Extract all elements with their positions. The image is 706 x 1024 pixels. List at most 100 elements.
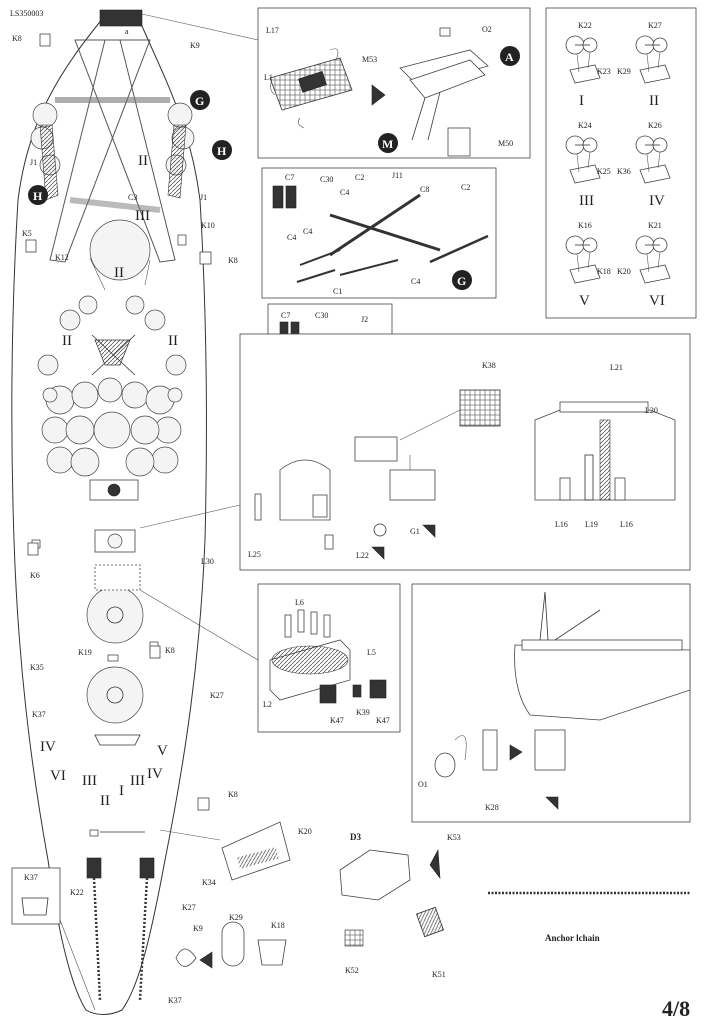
label-g1: G1	[410, 527, 420, 536]
reel-label-top-4: K26	[648, 121, 662, 130]
label-k51: K51	[432, 970, 446, 979]
panel-director: K38 G1 L25 L22 L21 L20 L16 L19 L16	[239, 333, 691, 571]
label-ii-bot: II	[100, 793, 110, 809]
label-k47b: K47	[376, 716, 390, 725]
callout-h-hull-right	[212, 140, 232, 160]
hull-labels: K8 K9 a J1 J1 II C3 III K5 K12 K10 K8 II…	[12, 27, 312, 1005]
label-d3: D3	[350, 832, 361, 842]
turret-b-barbette	[86, 586, 144, 644]
label-iv-r: IV	[147, 766, 163, 782]
page-number: 4/8	[662, 996, 690, 1021]
callout-h-hull-left	[28, 185, 48, 205]
sheet-code: LS350003	[10, 9, 43, 18]
label-k8-low: K8	[228, 790, 238, 799]
label-l20: L20	[645, 406, 658, 415]
turret-x-barbette	[89, 219, 151, 281]
label-k28: K28	[485, 803, 499, 812]
boat-d3	[339, 849, 411, 901]
arrow-right-icon	[371, 84, 386, 106]
label-vi-l: VI	[50, 768, 66, 784]
label-c3: C3	[128, 193, 137, 202]
label-k9-top: K9	[190, 41, 200, 50]
label-k39: K39	[356, 708, 370, 717]
label-k37-box: K37	[24, 873, 38, 882]
label-k9-low: K9	[193, 924, 203, 933]
label-k18: K18	[271, 921, 285, 930]
panel-boom-g: C7 C30 C4 C2 J11 C8 C2 C4 C4 C1 C4 G	[261, 167, 497, 299]
label-l1-a: L1	[264, 73, 273, 82]
arrow-left-icon	[199, 951, 213, 969]
anchor-chain-right	[138, 877, 149, 1001]
label-l30: L30	[201, 557, 214, 566]
anchor-chain-left	[92, 877, 102, 1001]
label-l16b: L16	[620, 520, 633, 529]
label-ii-2: II	[114, 265, 124, 281]
label-k37-l: K37	[32, 710, 46, 719]
reel-variants: K22K23IK27K29IIK24K25IIIK26K36IVK16K18VK…	[565, 21, 671, 309]
anchor-hawse-right	[139, 857, 155, 879]
hull-outline	[11, 11, 207, 1015]
label-l25: L25	[248, 550, 261, 559]
reel-label-side-1: K23	[597, 67, 611, 76]
boat-booms	[39, 39, 187, 263]
label-a: a	[125, 27, 129, 36]
label-g-c4a: C4	[340, 188, 349, 197]
reel-label-top-5: K16	[578, 221, 592, 230]
reel-roman-1: I	[579, 93, 584, 109]
callout-m	[378, 133, 398, 153]
reel-label-top-6: K21	[648, 221, 662, 230]
callout-g-panel-text: G	[457, 274, 466, 288]
label-k8-r2: K8	[165, 646, 175, 655]
label-o2: O2	[482, 25, 492, 34]
reel-roman-4: IV	[649, 193, 665, 209]
label-k6-mid: K6	[30, 571, 40, 580]
label-ii-4: II	[168, 333, 178, 349]
label-k27-low: K27	[182, 903, 196, 912]
label-h-j2: J2	[361, 315, 368, 324]
label-k22: K22	[70, 888, 84, 897]
label-k8-r: K8	[228, 256, 238, 265]
label-k37-bot: K37	[168, 996, 182, 1005]
callout-a-text: A	[505, 50, 514, 64]
label-iii-1: III	[135, 208, 150, 224]
label-l16a: L16	[555, 520, 568, 529]
label-g-c8: C8	[420, 185, 429, 194]
label-k10: K10	[201, 221, 215, 230]
callout-h-hull-left-text: H	[33, 189, 43, 203]
part-k20-rack	[221, 821, 291, 881]
reel-roman-6: VI	[649, 293, 665, 309]
anchor-hawse-left	[86, 857, 102, 879]
label-g-c4b: C4	[287, 233, 296, 242]
label-k8-top: K8	[12, 34, 22, 43]
label-k52: K52	[345, 966, 359, 975]
reel-label-side-3: K25	[597, 167, 611, 176]
crane-hull	[514, 644, 691, 721]
label-l19: L19	[585, 520, 598, 529]
panel-platform-assembly: L17 L1 O2 M53 M50 A M	[257, 7, 531, 159]
label-h-c30: C30	[315, 311, 328, 320]
label-k27: K27	[210, 691, 224, 700]
callout-m-text: M	[382, 137, 393, 151]
boat-assembly: D3 K53 K52 K51	[339, 832, 461, 979]
label-g-j11: J11	[392, 171, 403, 180]
label-iii-l: III	[82, 773, 97, 789]
label-k34: K34	[202, 878, 216, 887]
callout-a	[500, 46, 520, 66]
callout-h-hull-right-text: H	[217, 144, 227, 158]
label-k47a: K47	[330, 716, 344, 725]
platform-base-m50	[447, 127, 471, 157]
reel-roman-5: V	[579, 293, 590, 309]
reel-label-top-3: K24	[578, 121, 592, 130]
label-k12: K12	[55, 253, 69, 262]
label-l6: L6	[295, 598, 304, 607]
label-g-c7: C7	[285, 173, 294, 182]
hull-callouts: G H H	[28, 90, 232, 205]
label-g-c30: C30	[320, 175, 333, 184]
label-l5: L5	[367, 648, 376, 657]
